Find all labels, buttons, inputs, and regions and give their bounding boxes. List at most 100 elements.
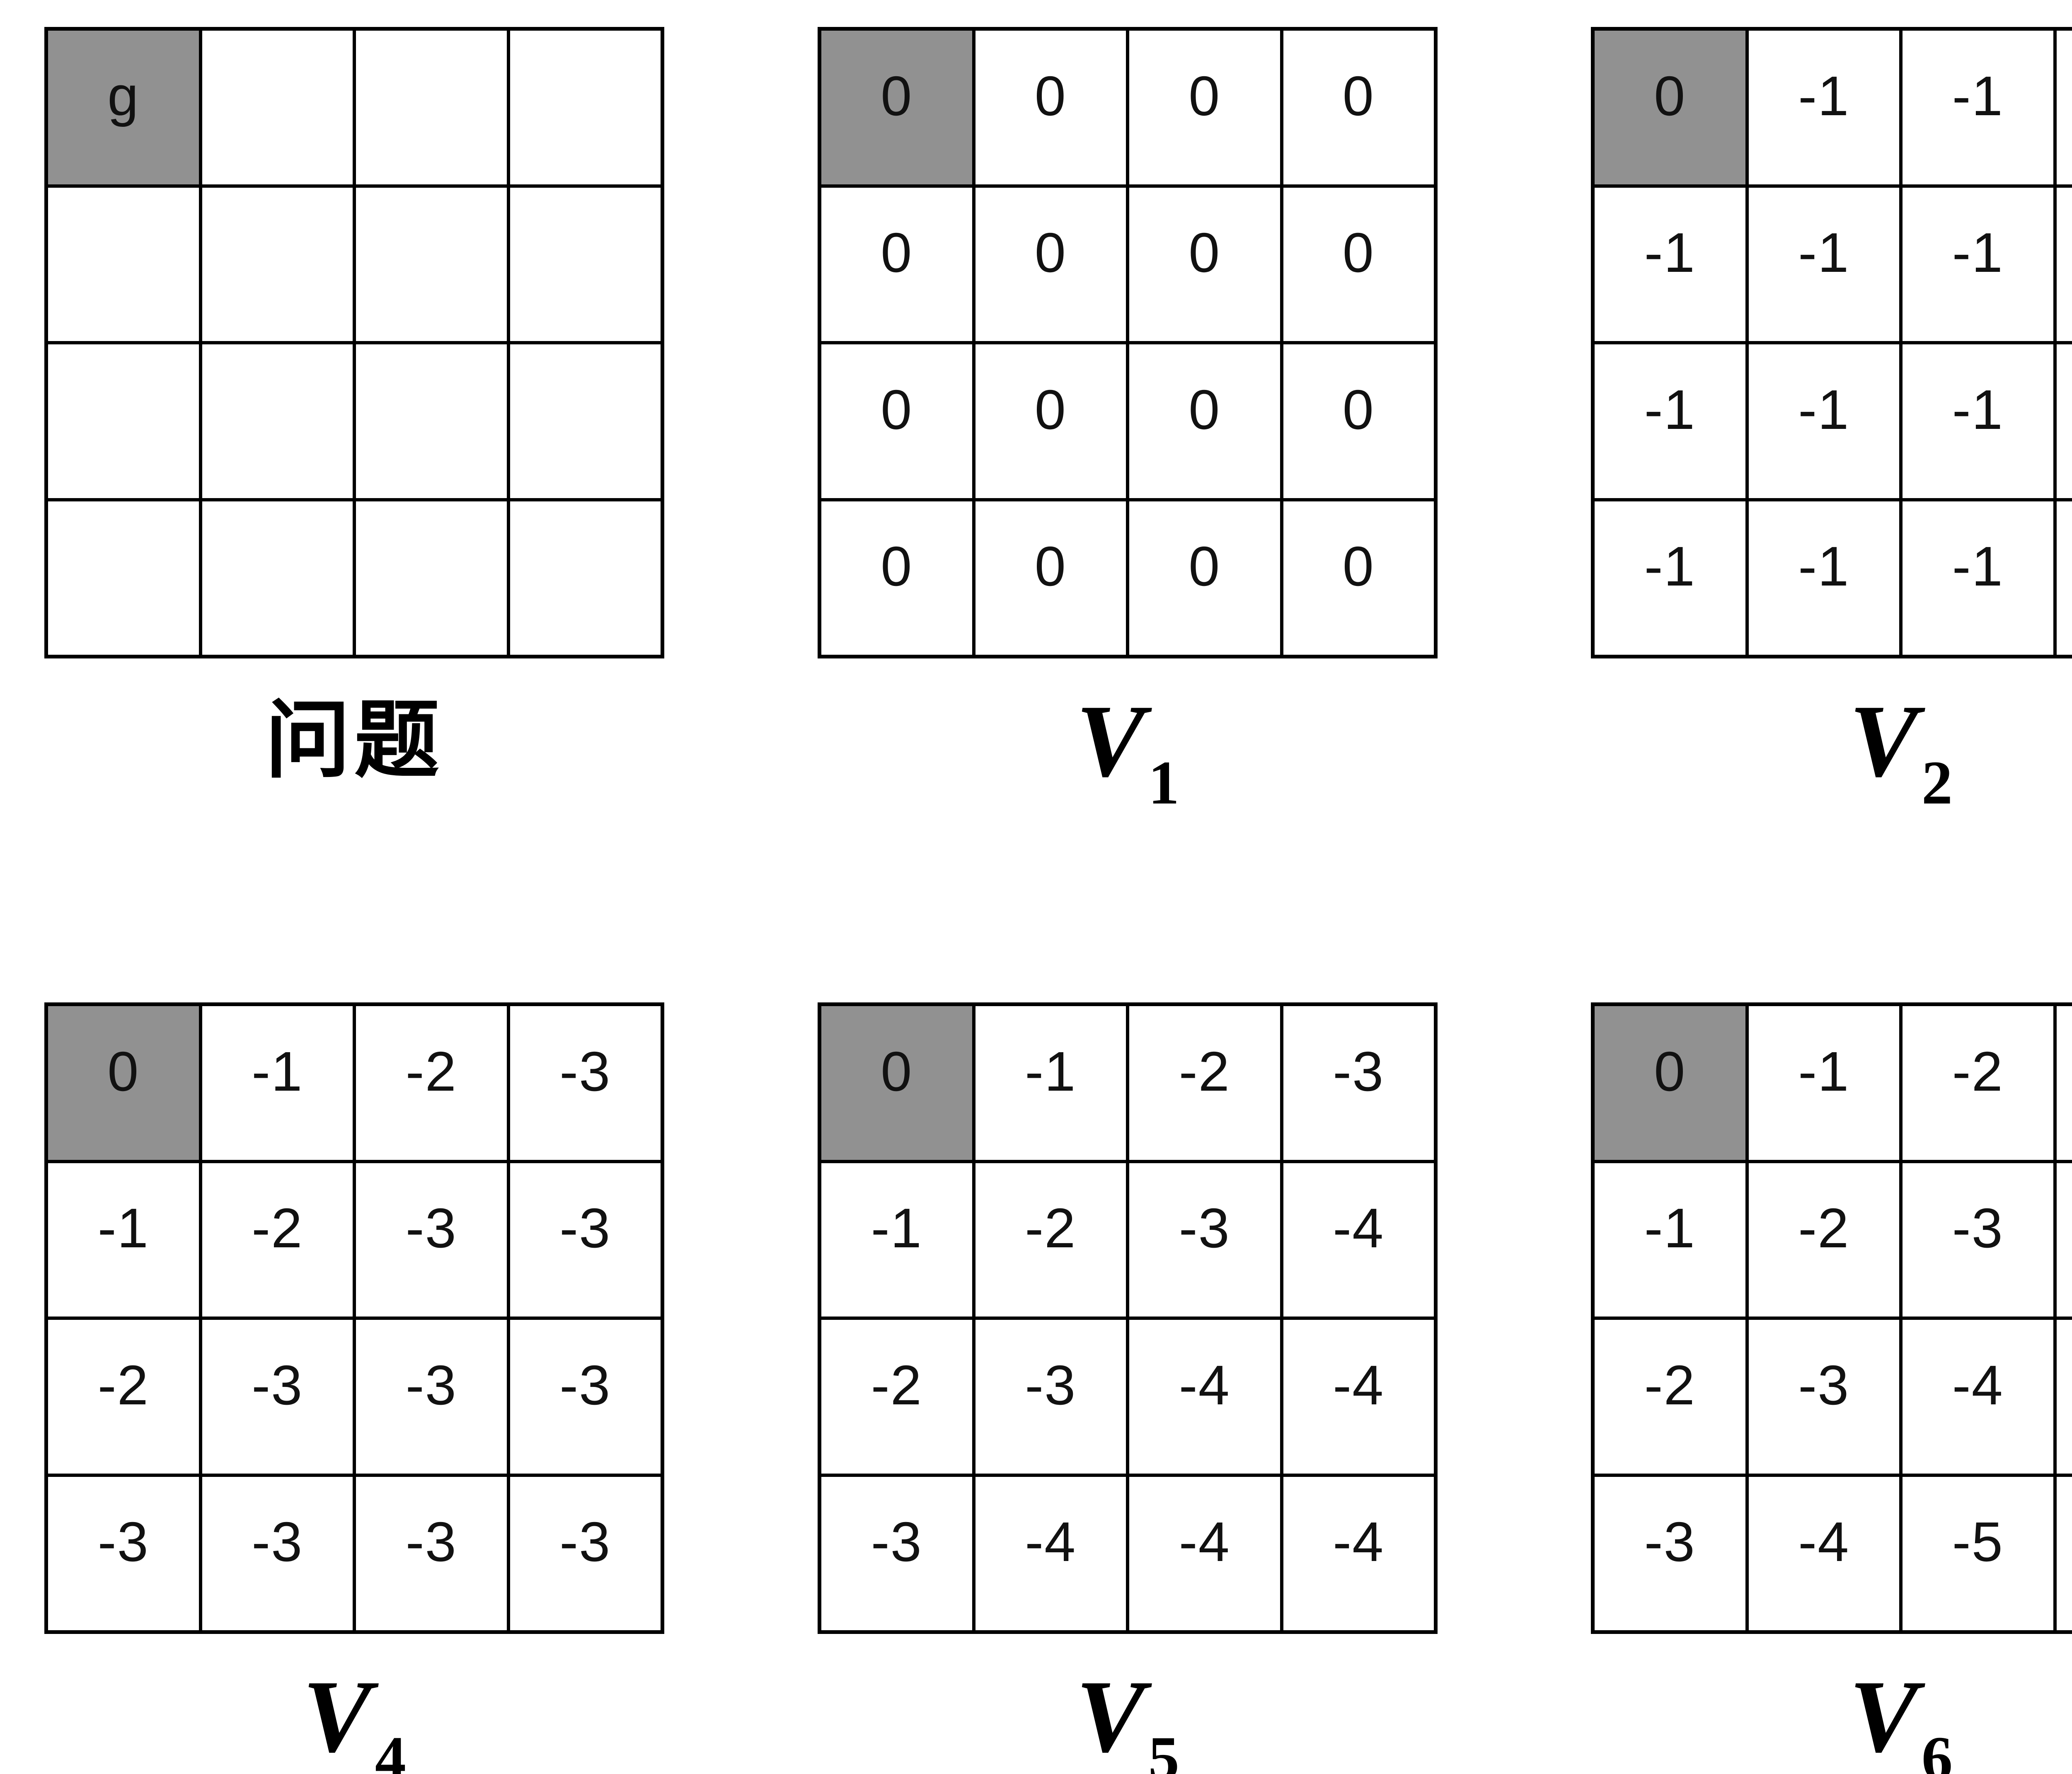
- goal-cell: 0: [46, 1004, 201, 1162]
- grid-cell: -2: [1901, 1004, 2055, 1162]
- cell-value: 0: [881, 535, 913, 598]
- grid-cell: -4: [1128, 1475, 1282, 1632]
- grid-cell: -3: [1747, 1318, 1901, 1475]
- cell-value: -2: [97, 1353, 149, 1416]
- goal-cell: 0: [820, 1004, 974, 1162]
- grid-cell: -1: [1901, 343, 2055, 500]
- cell-value: -4: [1179, 1510, 1230, 1573]
- grid-cell: -3: [508, 1318, 662, 1475]
- cell-value: 0: [1188, 378, 1221, 441]
- goal-cell: 0: [820, 29, 974, 186]
- cell-value: 0: [1342, 221, 1375, 284]
- cell-value: 0: [1034, 221, 1067, 284]
- cell-value: -4: [1025, 1510, 1077, 1573]
- cell-value: -1: [97, 1197, 149, 1260]
- grid-cell: [354, 186, 508, 343]
- goal-cell: 0: [1593, 1004, 1747, 1162]
- grid-cell: -4: [2055, 1161, 2072, 1318]
- grid-problem: g: [44, 27, 664, 658]
- grid-cell: -3: [1281, 1004, 1435, 1162]
- cell-value: -3: [1644, 1510, 1696, 1573]
- grid-cell: [508, 29, 662, 186]
- grid-cell: -3: [354, 1161, 508, 1318]
- cell-value: -3: [252, 1510, 303, 1573]
- grid-cell: -1: [1593, 499, 1747, 656]
- grid-cell: -1: [1593, 343, 1747, 500]
- grid-cell: -3: [1593, 1475, 1747, 1632]
- grid-cell: 0: [973, 29, 1128, 186]
- grid-cell: -3: [200, 1318, 354, 1475]
- grid-label-subscript: 4: [375, 1724, 406, 1774]
- cell-value: -2: [1798, 1197, 1850, 1260]
- grid-cell: -2: [1593, 1318, 1747, 1475]
- grid-cell: [200, 499, 354, 656]
- grid-cell: 0: [1281, 499, 1435, 656]
- cell-value: 0: [1654, 1040, 1686, 1103]
- panel-problem: g 问题: [44, 27, 664, 797]
- grid-cell: -2: [820, 1318, 974, 1475]
- cell-value: -2: [871, 1353, 922, 1416]
- grid-cell: 0: [1281, 29, 1435, 186]
- cell-value: -2: [405, 1040, 457, 1103]
- cell-value: -4: [1333, 1510, 1385, 1573]
- grid-label-text: V: [1849, 684, 1918, 799]
- cell-value: -3: [405, 1510, 457, 1573]
- grid-cell: -1: [1901, 186, 2055, 343]
- cell-value: -3: [871, 1510, 922, 1573]
- cell-value: 0: [881, 378, 913, 441]
- grid-cell: -1: [200, 1004, 354, 1162]
- grid-cell: [508, 343, 662, 500]
- cell-value: -3: [559, 1197, 611, 1260]
- grid-cell: -4: [1128, 1318, 1282, 1475]
- grid-cell: [46, 499, 201, 656]
- grid-cell: -1: [1747, 29, 1901, 186]
- cell-value: -2: [252, 1197, 303, 1260]
- grid-cell: -5: [1901, 1475, 2055, 1632]
- grid-cell: -4: [1281, 1161, 1435, 1318]
- grid-label-text: V: [1076, 684, 1145, 799]
- cell-value: -3: [559, 1353, 611, 1416]
- cell-value: -4: [1333, 1197, 1385, 1260]
- cell-value: -1: [1025, 1040, 1077, 1103]
- grid-label-subscript: 6: [1921, 1724, 1953, 1774]
- grid-cell: -3: [508, 1475, 662, 1632]
- grid-cell: [200, 29, 354, 186]
- grid-cell: 0: [1281, 343, 1435, 500]
- cell-value: -1: [871, 1197, 922, 1260]
- grid-label-subscript: 2: [1921, 748, 1953, 817]
- cell-value: -4: [1798, 1510, 1850, 1573]
- grid-cell: -2: [973, 1161, 1128, 1318]
- grid-cell: -1: [1747, 343, 1901, 500]
- cell-value: 0: [881, 64, 913, 127]
- goal-cell: 0: [1593, 29, 1747, 186]
- grid-cell: -2: [200, 1161, 354, 1318]
- cell-value: -4: [1179, 1353, 1230, 1416]
- grid-label-problem: 问题: [265, 690, 443, 797]
- grid-cell: [200, 186, 354, 343]
- grid-v2: 0-1-1-1-1-1-1-1-1-1-1-1-1-1-1-1: [1591, 27, 2072, 658]
- grid-cell: -3: [1128, 1161, 1282, 1318]
- cell-value: -3: [1025, 1353, 1077, 1416]
- grid-label-subscript: 5: [1148, 1724, 1179, 1774]
- cell-value: -4: [1333, 1353, 1385, 1416]
- grid-cell: -1: [46, 1161, 201, 1318]
- grid-cell: -3: [508, 1161, 662, 1318]
- grid-cell: -3: [820, 1475, 974, 1632]
- grid-cell: -3: [973, 1318, 1128, 1475]
- cell-value: -1: [1798, 1040, 1850, 1103]
- grid-cell: -3: [508, 1004, 662, 1162]
- grid-cell: -1: [1593, 186, 1747, 343]
- grid-cell: -1: [1901, 499, 2055, 656]
- cell-value: 0: [881, 1040, 913, 1103]
- cell-value: -1: [252, 1040, 303, 1103]
- grid-cell: -1: [820, 1161, 974, 1318]
- grid-label-text: V: [303, 1659, 372, 1774]
- grid-cell: -2: [1128, 1004, 1282, 1162]
- cell-value: 0: [1654, 64, 1686, 127]
- cell-value: -1: [1644, 535, 1696, 598]
- cell-value: -1: [1644, 1197, 1696, 1260]
